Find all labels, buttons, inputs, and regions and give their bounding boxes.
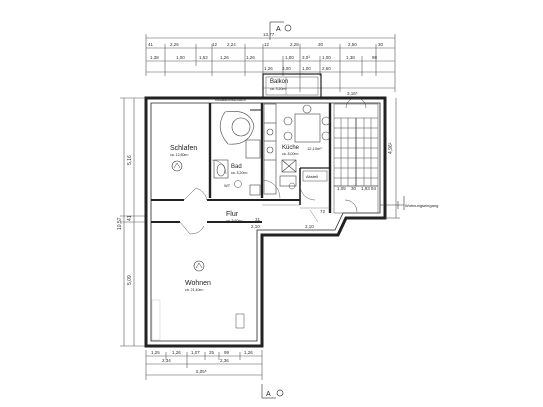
dim-flur-3: 72 [320, 209, 326, 214]
room-flur [262, 204, 330, 223]
dim-top-row2: 41 2,26 12 2,24 12 2,28 30 2,50 30 [148, 42, 384, 47]
dim-top-row2-8: 30 [378, 42, 384, 47]
abstell-name: Abstell [306, 174, 318, 179]
schlafen-name: Schlafen [170, 145, 197, 152]
dim-balkon-row: 1,26 3,00 1,00 2,60 [264, 66, 331, 71]
kueche-note: 12,10m² [307, 146, 322, 151]
outer-walls [144, 96, 387, 348]
dim-bottom-total: 5,05⁵ [196, 369, 207, 374]
dim-top-row2-2: 12 [212, 42, 218, 47]
room-wohnen [193, 260, 245, 329]
dim-small-3: 94 [371, 186, 377, 191]
dim-top-row3-8: 1,38 [346, 55, 355, 60]
schacht-label: Installationsschacht [215, 98, 246, 102]
section-marker-top-label: A [276, 26, 281, 33]
dim-top-row2-0: 41 [148, 42, 154, 47]
room-bad [213, 111, 261, 179]
kueche-vent-icon [288, 182, 296, 190]
dim-left-mid: 41 [127, 215, 133, 221]
section-marker-bottom-label: A [266, 391, 271, 398]
dim-flur-0: 2,10 [251, 224, 260, 229]
schlafen-area: ca. 12,80m² [170, 153, 189, 157]
balkon-name: Balkon [270, 79, 288, 85]
dim-top-row2-4: 12 [264, 42, 270, 47]
dim-top-row3-2: 1,52 [199, 55, 208, 60]
bottom-dimension-lines [145, 350, 263, 380]
dim-bottom-row1: 1,25 1,26 1,07 25 99 1,26 [151, 350, 253, 355]
dim-bottom-row1-3: 25 [209, 350, 215, 355]
dim-top-row3-0: 1,38 [150, 55, 159, 60]
dim-bottom-row2-0: 2,34 [162, 358, 171, 363]
dim-top-row3-1: 1,00 [176, 55, 185, 60]
balkon [262, 73, 322, 99]
kueche-area: ca. 8,00m² [282, 152, 299, 156]
dim-balkon-row-0: 1,26 [264, 66, 273, 71]
dim-small: 1,05 30 1,93 94 [337, 186, 377, 191]
dim-balkon-row-2: 1,00 [302, 66, 311, 71]
dim-small-0: 1,05 [337, 186, 346, 191]
left-dimension-lines [120, 97, 146, 347]
wohnen-name: Wohnen [185, 280, 211, 287]
dim-top-row2-5: 2,28 [290, 42, 299, 47]
dim-flur: 2,10 31 2,10 72 [251, 209, 326, 229]
dim-bottom-row1-0: 1,25 [151, 350, 160, 355]
dim-balkon-row-1: 3,00 [282, 66, 291, 71]
bad-name: Bad [231, 164, 242, 170]
dim-top-row2-3: 2,24 [227, 42, 236, 47]
dim-top-row3-4: 1,26 [246, 55, 255, 60]
section-marker-top [269, 21, 292, 40]
bad-vent-icon [234, 180, 242, 188]
dim-bottom-row1-5: 1,26 [244, 350, 253, 355]
room-schlafen [151, 160, 183, 341]
dim-left-upper: 5,16 [127, 155, 133, 165]
top-dimension-lines [145, 34, 396, 92]
dim-small-2: 1,93 [361, 186, 370, 191]
kueche-name: Küche [282, 145, 300, 151]
dim-top-row3-6: 3,0³ [302, 55, 310, 60]
wohnen-area: ca. 21,40m² [185, 288, 204, 292]
flur-area: ca. 5,60m² [226, 219, 243, 223]
dim-bottom-row1-4: 99 [224, 350, 230, 355]
dim-flur-2: 2,10 [305, 224, 314, 229]
dim-bottom-row1-2: 1,07 [191, 350, 200, 355]
dim-top-row3: 1,38 1,00 1,52 1,26 1,26 1,00 3,0³ 1,00 … [150, 55, 378, 60]
room-abstell [302, 170, 328, 182]
room-kueche [263, 103, 331, 195]
bad-sill [249, 184, 261, 196]
dim-top-row3-5: 1,00 [285, 55, 294, 60]
dim-top-row2-1: 2,26 [170, 42, 179, 47]
dim-top-row3-3: 1,26 [220, 55, 229, 60]
dim-left-total: 10,57 [117, 217, 123, 230]
dim-small-1: 30 [351, 186, 357, 191]
dim-flur-1: 31 [255, 217, 261, 222]
dim-bottom-row2-1: 2,36 [220, 358, 229, 363]
dim-balkon-row-3: 2,60 [322, 66, 331, 71]
staircase [333, 97, 379, 214]
bad-area: ca. 5,20m² [231, 171, 248, 175]
interior-walls [151, 103, 332, 223]
dim-top-row3-9: 98 [372, 55, 378, 60]
dim-left-lower: 5,09 [127, 275, 133, 285]
balkon-area: ca. 3,20m² [270, 87, 287, 91]
dim-right-marker: 4,96² [388, 142, 394, 154]
dim-bottom-row1-1: 1,26 [172, 350, 181, 355]
eingang-label: Wohnungseingang [405, 203, 438, 208]
dim-top-row2-7: 2,50 [348, 42, 357, 47]
wall-note: WT [224, 183, 231, 188]
section-marker-bottom [261, 384, 284, 399]
dim-top-row3-7: 1,00 [322, 55, 331, 60]
right-dimension-lines [385, 98, 400, 219]
dim-top-row2-6: 30 [318, 42, 324, 47]
eingang-arrow [380, 196, 405, 210]
dim-right-top: 3,16⁵ [347, 91, 358, 96]
dim-top-total: 13,77 [263, 32, 275, 37]
flur-name: Flur [226, 211, 239, 218]
